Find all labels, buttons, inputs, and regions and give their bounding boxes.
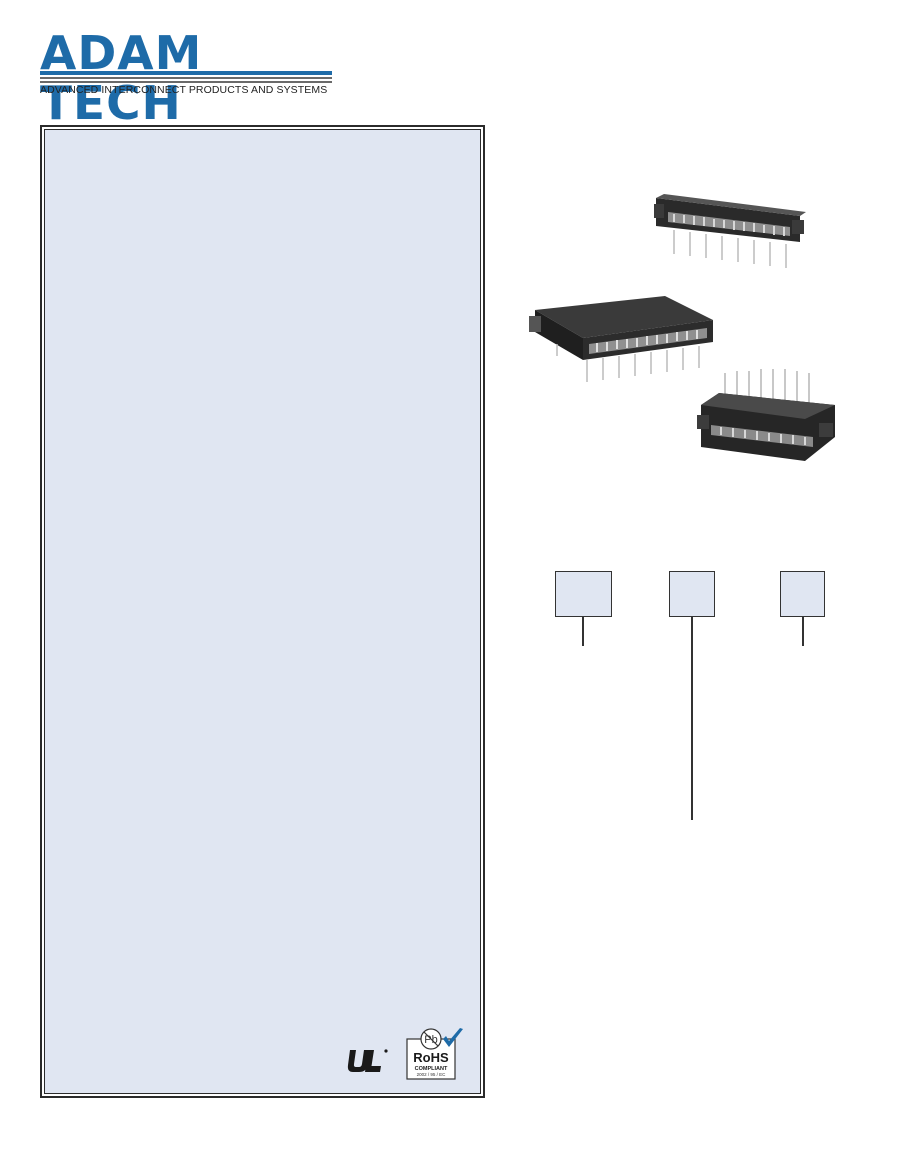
connector-top-photo — [654, 194, 806, 268]
ordering-leader-line — [802, 617, 804, 646]
svg-text:RoHS: RoHS — [413, 1050, 449, 1065]
ordering-code-box — [780, 571, 825, 617]
logo-wordmark: ADAM TECH — [40, 26, 203, 130]
ordering-leader-line — [691, 617, 693, 820]
rohs-compliant-icon: Pb RoHS COMPLIANT 2002 / 95 / EC — [406, 1028, 463, 1080]
ordering-code-box — [555, 571, 612, 617]
svg-text:2002 / 95 / EC: 2002 / 95 / EC — [417, 1072, 447, 1077]
company-tagline: ADVANCED INTERCONNECT PRODUCTS AND SYSTE… — [40, 84, 328, 96]
ordering-code-box — [669, 571, 715, 617]
ul-recognized-icon — [347, 1049, 388, 1072]
connector-right-angle-photo — [697, 369, 835, 461]
spec-panel — [44, 129, 481, 1094]
svg-text:COMPLIANT: COMPLIANT — [415, 1066, 448, 1072]
connector-middle-photo — [529, 296, 713, 382]
logo-rule — [40, 71, 332, 75]
logo-rule — [40, 81, 332, 83]
company-logo: ADAM TECH — [40, 28, 335, 128]
ordering-leader-line — [582, 617, 584, 646]
logo-rule — [40, 77, 332, 79]
